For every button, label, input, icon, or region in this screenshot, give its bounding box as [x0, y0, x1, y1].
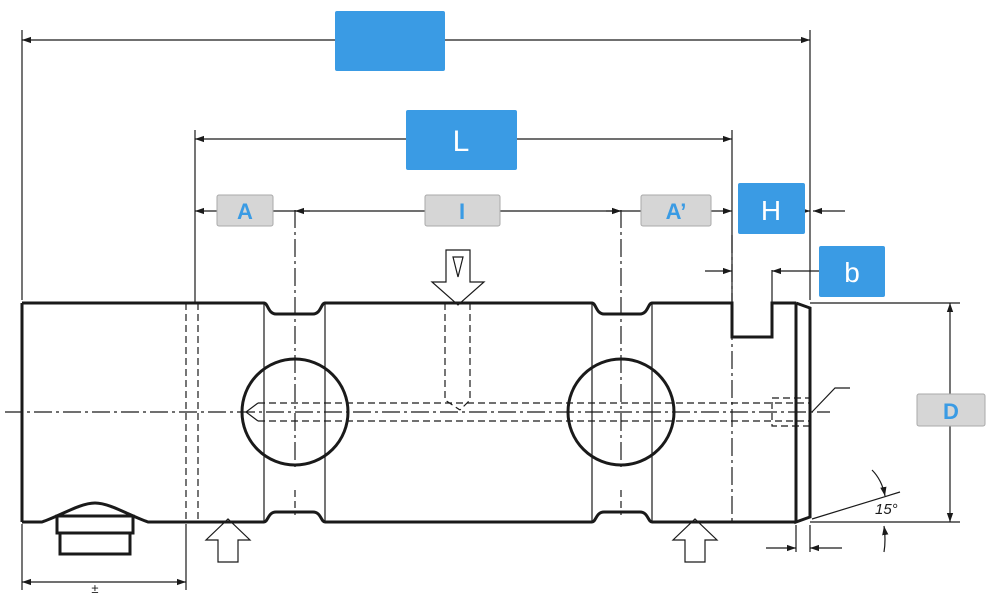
label-b: b	[819, 246, 885, 297]
label-L: L	[406, 110, 517, 170]
label-I: I	[424, 194, 501, 227]
svg-text:A: A	[237, 199, 253, 224]
chamfer-angle-text: 15°	[875, 501, 898, 518]
svg-text:L: L	[453, 125, 470, 158]
svg-text:A’: A’	[666, 199, 687, 224]
support-arrow-up-icon	[671, 518, 719, 563]
tolerance-text: ±	[91, 581, 98, 596]
cable-gland	[55, 514, 135, 556]
label-D: D	[916, 393, 986, 427]
label-overall-length	[335, 11, 445, 71]
center-lines	[5, 210, 830, 522]
svg-text:H: H	[761, 195, 781, 226]
load-arrow-down-icon	[430, 249, 486, 306]
support-arrow-up-icon	[204, 518, 252, 563]
svg-text:b: b	[844, 257, 860, 288]
hidden-lines	[185, 303, 811, 522]
label-H: H	[738, 183, 805, 234]
label-A-prime: A’	[640, 194, 712, 227]
label-A: A	[216, 194, 274, 227]
svg-text:I: I	[459, 199, 465, 224]
svg-text:D: D	[943, 399, 959, 424]
